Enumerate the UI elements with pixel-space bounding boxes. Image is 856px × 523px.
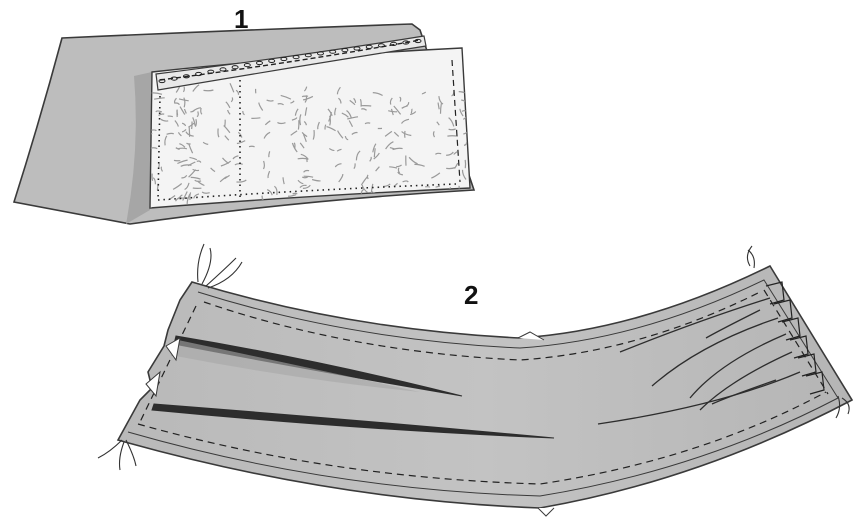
print-mark [434,202,440,204]
print-mark [249,146,255,147]
print-mark [177,110,178,115]
print-mark [353,199,356,202]
step-2-label: 2 [464,282,478,308]
print-mark [449,206,451,212]
print-mark [411,109,412,114]
step2-notch-bottom [538,508,554,516]
step2-fabric-panel [118,266,852,508]
print-mark [178,148,187,149]
print-mark [251,118,260,119]
print-mark [444,200,445,205]
print-mark [302,96,308,97]
print-mark [159,163,160,168]
print-mark [412,204,419,205]
print-mark [293,193,298,194]
print-mark [402,199,410,200]
print-mark [391,196,396,201]
print-mark [377,208,385,209]
print-mark [288,206,297,211]
step1-illustration [14,24,474,224]
print-mark [152,174,153,181]
print-mark [460,197,463,202]
print-mark [461,198,467,202]
print-mark [419,196,428,199]
print-mark [406,208,412,215]
step-1-label: 1 [234,6,248,32]
print-mark [399,196,401,200]
